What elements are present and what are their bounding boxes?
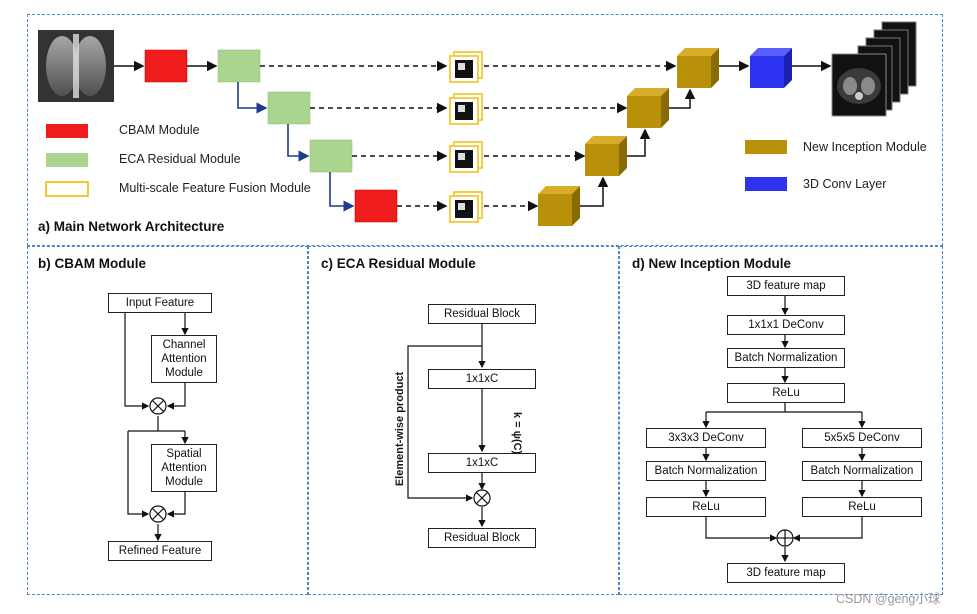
eca-block-3	[309, 139, 353, 173]
inception-input-map: 3D feature map	[727, 276, 845, 296]
eca-panel	[308, 246, 619, 595]
cbam-channel-attention: Channel Attention Module	[151, 335, 217, 383]
inception-relu-1: ReLu	[727, 383, 845, 403]
eca-conv-1: 1x1xC	[428, 369, 536, 389]
inception-cube-3	[585, 136, 627, 176]
cbam-title: b) CBAM Module	[38, 256, 146, 271]
inception-relu-right: ReLu	[802, 497, 922, 517]
inception-bn-right: Batch Normalization	[802, 461, 922, 481]
inception-deconv-5x5x5: 5x5x5 DeConv	[802, 428, 922, 448]
legend-cbam-label: CBAM Module	[119, 123, 200, 137]
legend-cbam-swatch	[46, 124, 88, 138]
inception-title: d) New Inception Module	[632, 256, 791, 271]
eca-conv-2: 1x1xC	[428, 453, 536, 473]
cbam-input-feature: Input Feature	[108, 293, 212, 313]
msff-block-4	[449, 191, 483, 223]
eca-residual-block-bottom: Residual Block	[428, 528, 536, 548]
legend-msff-swatch	[45, 181, 89, 197]
inception-cube-2	[627, 88, 669, 128]
inception-deconv-1x1x1: 1x1x1 DeConv	[727, 315, 845, 335]
main-architecture-panel	[27, 14, 943, 246]
inception-output-map: 3D feature map	[727, 563, 845, 583]
output-ct-stack	[831, 21, 917, 117]
msff-block-3	[449, 141, 483, 173]
inception-cube-4	[538, 186, 580, 226]
inception-deconv-3x3x3: 3x3x3 DeConv	[646, 428, 766, 448]
input-xray-image	[38, 30, 114, 102]
conv3d-cube	[750, 48, 792, 88]
cbam-block-bottom	[354, 189, 398, 223]
inception-bn-left: Batch Normalization	[646, 461, 766, 481]
eca-block-1	[217, 49, 261, 83]
inception-cube-1	[677, 48, 719, 88]
eca-residual-block-top: Residual Block	[428, 304, 536, 324]
inception-relu-left: ReLu	[646, 497, 766, 517]
legend-eca-swatch	[46, 153, 88, 167]
legend-inception-swatch	[745, 140, 787, 154]
inception-bn-1: Batch Normalization	[727, 348, 845, 368]
inception-panel	[619, 246, 943, 595]
legend-eca-label: ECA Residual Module	[119, 152, 241, 166]
legend-inception-label: New Inception Module	[803, 140, 927, 154]
legend-conv3d-swatch	[745, 177, 787, 191]
eca-title: c) ECA Residual Module	[321, 256, 476, 271]
legend-conv3d-label: 3D Conv Layer	[803, 177, 887, 191]
watermark-text: CSDN @geng小球	[836, 592, 941, 606]
main-architecture-title: a) Main Network Architecture	[38, 219, 225, 234]
cbam-spatial-attention: Spatial Attention Module	[151, 444, 217, 492]
cbam-panel	[27, 246, 308, 595]
legend-msff-label: Multi-scale Feature Fusion Module	[119, 181, 311, 195]
cbam-refined-feature: Refined Feature	[108, 541, 212, 561]
msff-block-2	[449, 93, 483, 125]
msff-block-1	[449, 51, 483, 83]
eca-block-2	[267, 91, 311, 125]
cbam-block-top	[144, 49, 188, 83]
